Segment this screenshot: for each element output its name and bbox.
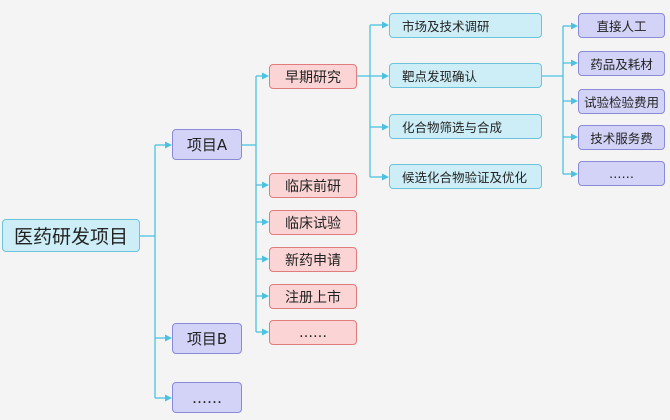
arrow-head xyxy=(262,218,269,226)
arrow-head xyxy=(165,394,172,402)
arrow-head xyxy=(262,72,269,80)
phase-preclinical: 临床前研 xyxy=(269,173,357,198)
arrow-head xyxy=(571,97,578,105)
arrow-head xyxy=(262,328,269,336)
step-compound-screening: 化合物筛选与合成 xyxy=(389,114,542,139)
arrow-head xyxy=(382,72,389,80)
project-more-node: …… xyxy=(172,382,242,413)
arrow-head xyxy=(382,21,389,29)
root-node: 医药研发项目 xyxy=(2,219,140,252)
arrow-head xyxy=(262,292,269,300)
arrow-head xyxy=(165,334,172,342)
step-candidate-validation: 候选化合物验证及优化 xyxy=(389,164,542,189)
arrow-head xyxy=(571,133,578,141)
phase-early-research: 早期研究 xyxy=(269,64,357,89)
arrow-head xyxy=(571,22,578,30)
arrow-head xyxy=(262,255,269,263)
project-b-node: 项目B xyxy=(172,323,242,354)
arrow-head xyxy=(382,173,389,181)
arrow-head xyxy=(571,170,578,178)
cost-technical-service: 技术服务费 xyxy=(578,125,665,150)
phase-registration-launch: 注册上市 xyxy=(269,284,357,309)
arrow-head xyxy=(262,181,269,189)
arrow-head xyxy=(571,59,578,67)
arrow-head xyxy=(382,123,389,131)
cost-more: …… xyxy=(578,161,665,186)
cost-direct-labor: 直接人工 xyxy=(578,13,665,38)
phase-clinical-trial: 临床试验 xyxy=(269,210,357,235)
project-a-node: 项目A xyxy=(172,129,242,160)
phase-more: …… xyxy=(269,320,357,345)
cost-drugs-materials: 药品及耗材 xyxy=(578,51,665,76)
step-market-research: 市场及技术调研 xyxy=(389,13,542,38)
cost-testing-fees: 试验检验费用 xyxy=(578,89,665,114)
step-target-discovery: 靶点发现确认 xyxy=(389,63,542,88)
phase-new-drug-application: 新药申请 xyxy=(269,247,357,272)
arrow-head xyxy=(165,141,172,149)
